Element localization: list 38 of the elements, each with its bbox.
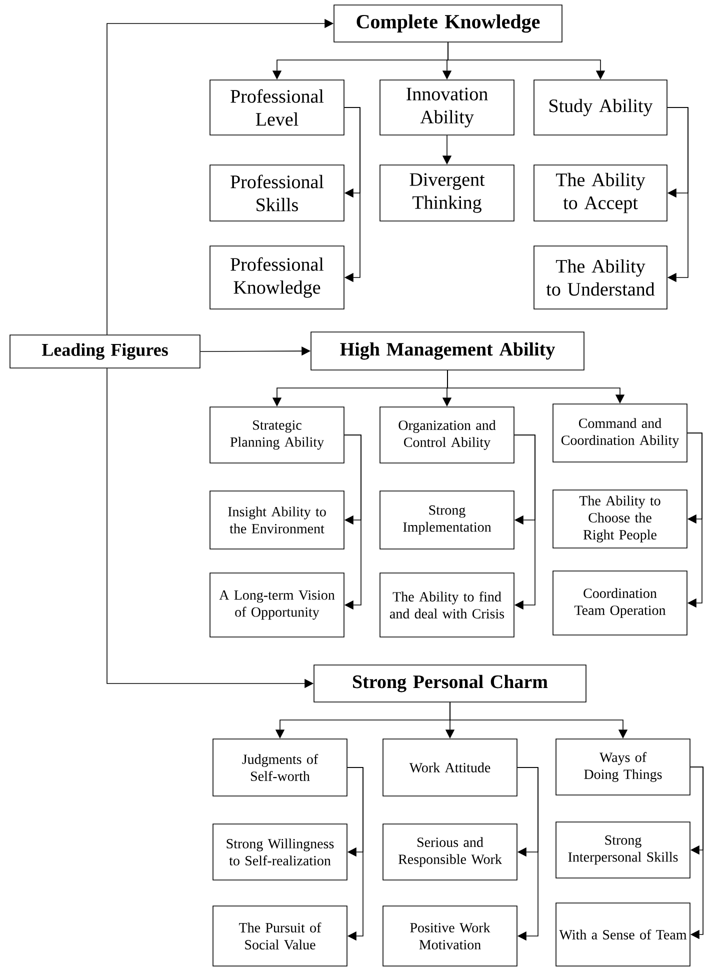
process-box: Professional Knowledge — [210, 246, 344, 310]
process-box: Insight Ability to the Environment — [210, 490, 344, 550]
process-box: Strategic Planning Ability — [210, 406, 344, 464]
process-box: Organization and Control Ability — [380, 406, 514, 464]
heading-box: Complete Knowledge — [334, 4, 562, 42]
arrow — [344, 434, 362, 610]
heading-box: High Management Ability — [310, 332, 584, 370]
process-box: Command and Coordination Ability — [552, 404, 688, 462]
arrow — [347, 767, 364, 941]
process-box: Judgments of Self-worth — [212, 738, 348, 796]
process-box: The Ability to find and deal with Crisis — [380, 572, 514, 638]
process-box: Strong Interpersonal Skills — [556, 822, 690, 878]
process-box: The Ability to Understand — [534, 246, 668, 310]
process-box: Strong Implementation — [380, 490, 514, 550]
arrow — [517, 767, 538, 941]
process-box: Work Attitude — [382, 738, 518, 796]
arrow — [514, 434, 536, 610]
heading-box: Strong Personal Charm — [314, 664, 586, 702]
process-box: The Pursuit of Social Value — [212, 906, 348, 966]
process-box: A Long-term Vision of Opportunity — [210, 572, 344, 638]
heading-box: Leading Figures — [10, 334, 200, 368]
process-box: Coordination Team Operation — [552, 570, 688, 636]
process-box: The Ability to Choose the Right People — [552, 490, 688, 548]
process-box: The Ability to Accept — [534, 164, 668, 222]
process-box: Strong Willingness to Self-realization — [212, 824, 348, 880]
process-box: With a Sense of Team — [556, 902, 690, 966]
process-box: Study Ability — [534, 80, 668, 136]
arrow — [690, 766, 704, 940]
process-box: Divergent Thinking — [380, 164, 514, 222]
process-box: Professional Skills — [210, 164, 344, 222]
arrow — [344, 107, 360, 282]
process-box: Innovation Ability — [380, 80, 514, 136]
arrow — [687, 432, 702, 608]
process-box: Ways of Doing Things — [556, 738, 690, 796]
process-box: Professional Level — [210, 80, 344, 136]
process-box: Serious and Responsible Work — [382, 824, 518, 880]
arrow — [667, 107, 688, 282]
process-box: Positive Work Motivation — [382, 906, 518, 966]
